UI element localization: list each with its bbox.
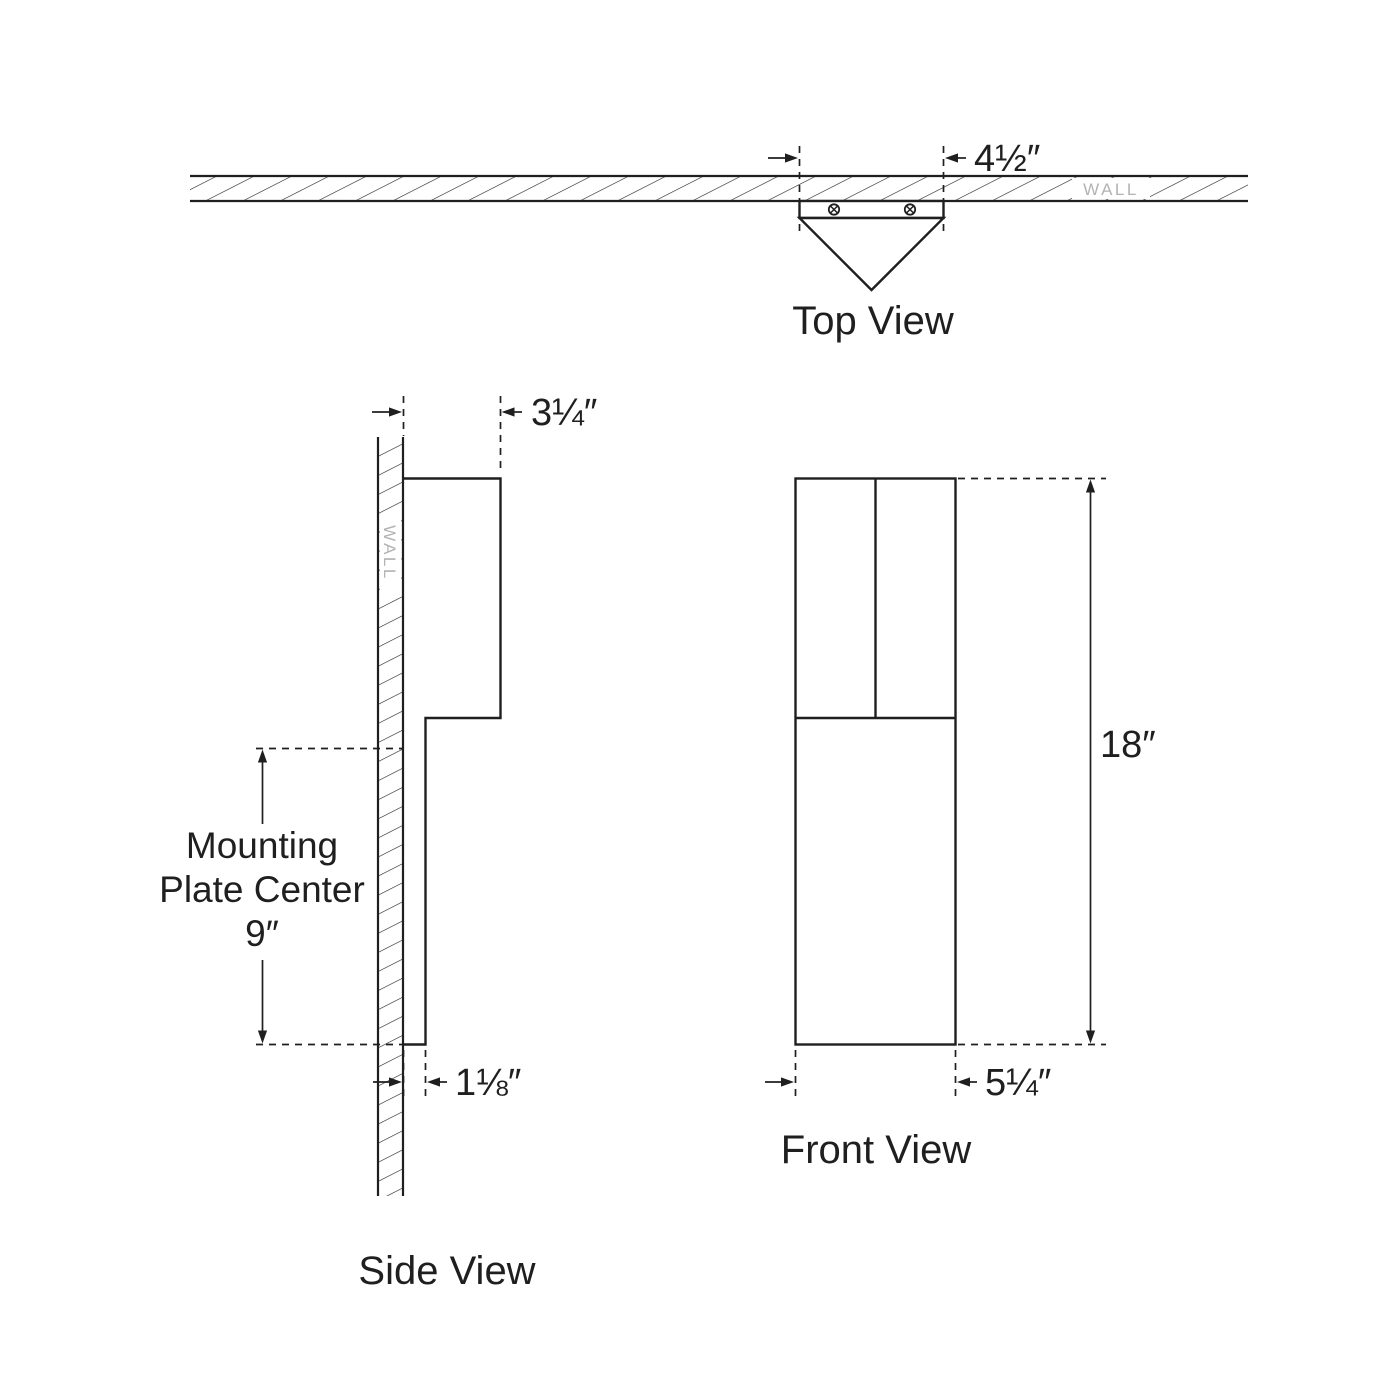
arrow-down-icon	[257, 1030, 268, 1044]
dimension-value: 18″	[1100, 724, 1156, 766]
mounting-label-line1: Mounting	[186, 825, 338, 866]
top-view: WALL 4½″ Top View	[190, 138, 1248, 343]
arrow-right-icon	[785, 153, 798, 163]
arrow-right-icon	[781, 1077, 794, 1087]
arrow-left-icon	[945, 153, 958, 163]
dimension-backplate-depth: 1⅛″	[373, 1050, 521, 1104]
dimension-value: 3¼″	[531, 392, 597, 434]
mounting-label-line2: Plate Center	[159, 869, 365, 910]
dimension-mounting-plate-center: Mounting Plate Center 9″	[156, 747, 402, 1046]
front-view: 18″ 5¼″ Front View	[765, 477, 1156, 1172]
screw-cross-line	[830, 205, 838, 214]
dimension-front-width: 5¼″	[765, 1050, 1051, 1104]
screw-icon	[827, 203, 841, 216]
arrow-up-icon	[257, 749, 268, 763]
wall-side-view: WALL	[378, 437, 403, 1196]
dimension-height: 18″	[958, 477, 1156, 1046]
mounting-plate	[798, 199, 945, 220]
dimension-depth: 3¼″	[372, 392, 597, 474]
screw-icon	[903, 203, 917, 216]
arrow-left-icon	[501, 407, 515, 417]
screw-cross-line	[906, 205, 914, 214]
arrow-down-icon	[1085, 1030, 1096, 1044]
side-view-label: Side View	[358, 1249, 535, 1293]
arrow-up-icon	[1085, 479, 1096, 493]
wall-top-view: WALL	[190, 174, 1248, 203]
arrow-right-icon	[389, 1077, 402, 1087]
dimension-value: 1⅛″	[455, 1062, 521, 1104]
wall-label-bg	[380, 514, 401, 594]
arrow-left-icon	[957, 1077, 970, 1087]
fixture-top-view	[796, 199, 947, 292]
wall-label: WALL	[1083, 180, 1139, 199]
wall-hatch	[190, 176, 1248, 201]
side-view: WALL 3¼″ Mounting Plate Center 9″	[156, 392, 597, 1293]
dimension-top-width: 4½″	[768, 138, 1040, 236]
front-view-label: Front View	[781, 1128, 972, 1172]
mounting-dimension-value: 9″	[245, 913, 279, 954]
wall-label: WALL	[380, 525, 399, 581]
dimension-value: 4½″	[974, 138, 1040, 180]
arrow-right-icon	[389, 407, 402, 417]
fixture-side-profile	[403, 477, 502, 1046]
wall-label-bg	[1072, 178, 1150, 199]
fixture-body-triangle	[796, 216, 947, 292]
arrow-left-icon	[427, 1077, 440, 1087]
top-view-label: Top View	[792, 299, 954, 343]
dimension-value: 5¼″	[985, 1062, 1051, 1104]
fixture-front-profile	[794, 477, 957, 1046]
dimension-label-bg	[156, 824, 370, 960]
